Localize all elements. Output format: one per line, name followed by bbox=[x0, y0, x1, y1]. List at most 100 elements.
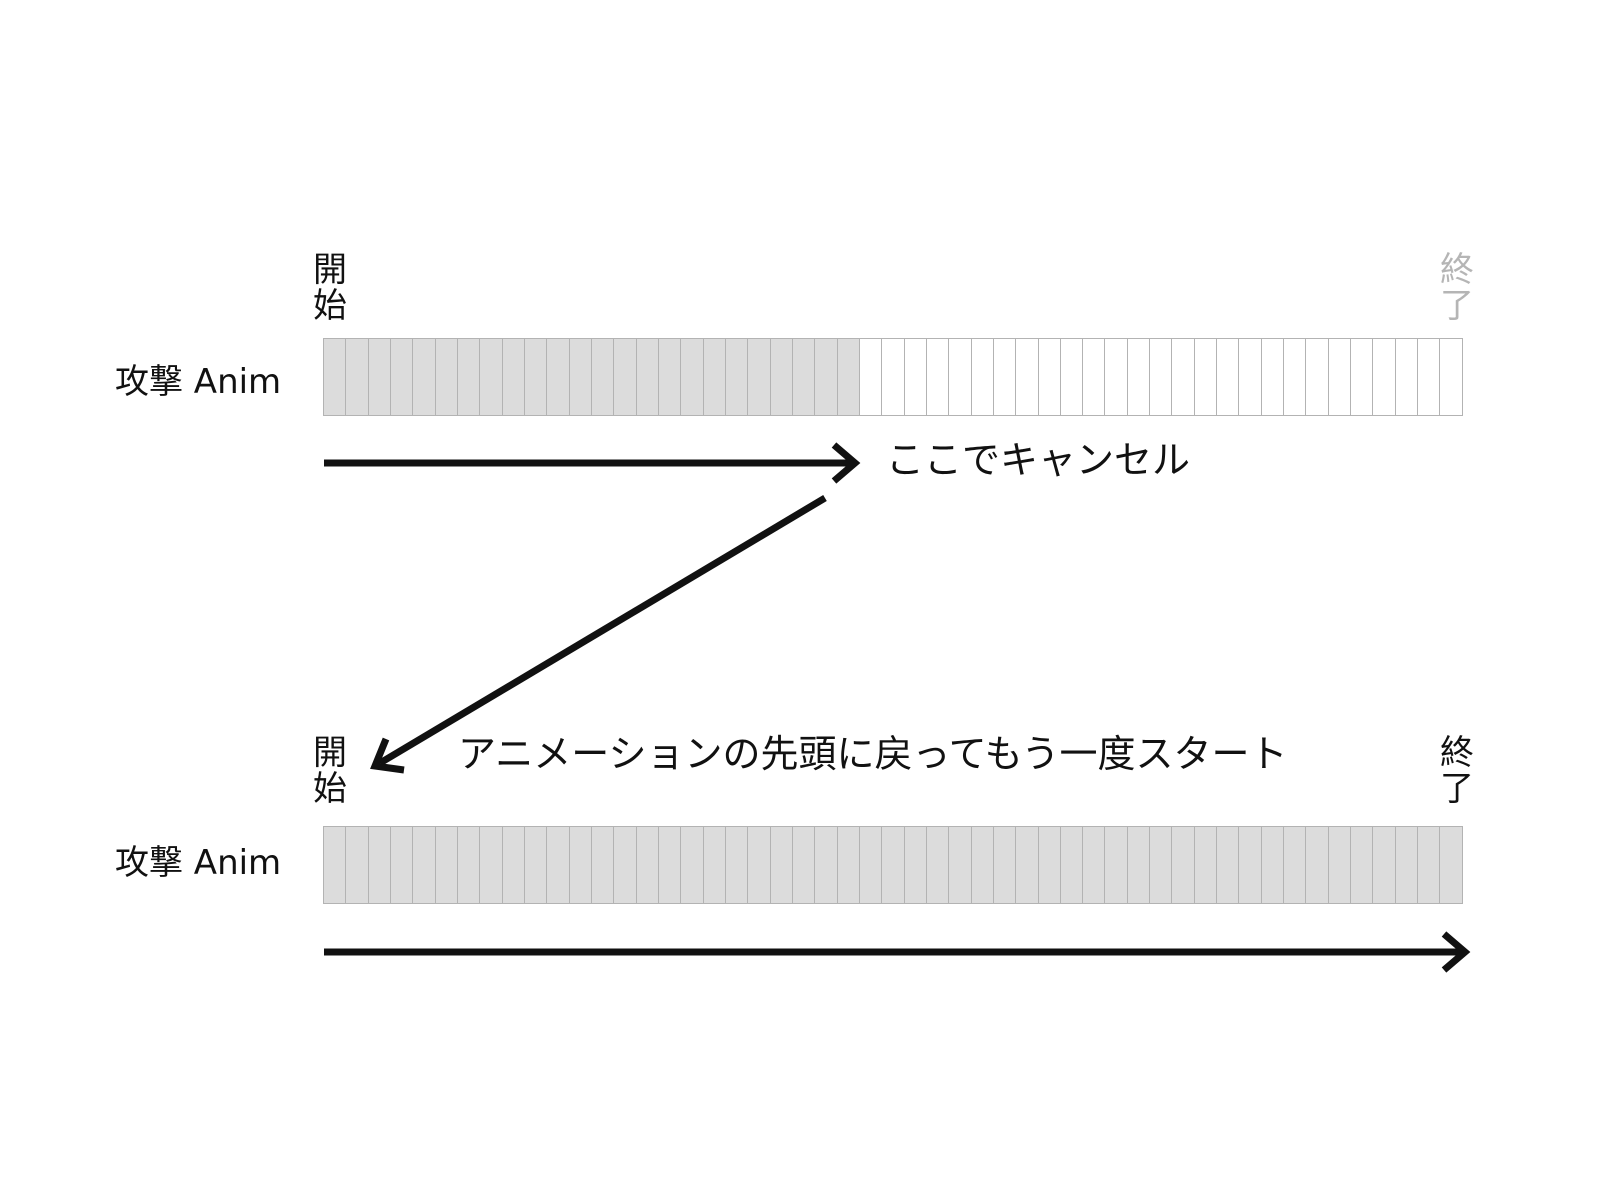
bottom-played-frame bbox=[993, 827, 1017, 903]
bottom-played-frame bbox=[1328, 827, 1352, 903]
bottom-played-frame bbox=[368, 827, 391, 903]
top-frame bbox=[1038, 339, 1061, 415]
top-played-frame bbox=[368, 339, 391, 415]
top-frame bbox=[1440, 339, 1462, 415]
top-row-label: 攻撃 Anim bbox=[115, 362, 282, 402]
top-played-frame bbox=[658, 339, 682, 415]
bottom-played-frame bbox=[859, 827, 883, 903]
bottom-played-frame bbox=[413, 827, 436, 903]
bottom-played-frame bbox=[971, 827, 994, 903]
top-frame bbox=[1239, 339, 1262, 415]
bottom-played-frame bbox=[837, 827, 860, 903]
bottom-played-frame bbox=[636, 827, 659, 903]
top-end-char-2: 了 bbox=[1440, 286, 1474, 326]
top-played-frame bbox=[435, 339, 458, 415]
top-played-frame bbox=[614, 339, 637, 415]
bottom-played-frame bbox=[1306, 827, 1329, 903]
bottom-start-marker: 開 始 bbox=[310, 735, 350, 807]
bottom-played-frame bbox=[725, 827, 749, 903]
cancel-note: ここでキャンセル bbox=[886, 438, 1191, 482]
bottom-played-frame bbox=[1127, 827, 1151, 903]
bottom-played-frame bbox=[524, 827, 548, 903]
top-start-char-1: 開 bbox=[313, 250, 347, 290]
bottom-played-frame bbox=[569, 827, 592, 903]
arrow-right-icon bbox=[324, 931, 1471, 973]
top-played-frame bbox=[725, 339, 749, 415]
bottom-played-frame bbox=[1194, 827, 1218, 903]
bottom-played-frame bbox=[1038, 827, 1061, 903]
top-frame bbox=[1127, 339, 1151, 415]
top-played-frame bbox=[569, 339, 592, 415]
bottom-frame-track bbox=[323, 826, 1463, 904]
arrow-down-left-icon bbox=[370, 494, 827, 774]
top-frame bbox=[904, 339, 927, 415]
bottom-played-frame bbox=[1418, 827, 1441, 903]
top-frame bbox=[1016, 339, 1039, 415]
bottom-played-frame bbox=[703, 827, 726, 903]
top-frame bbox=[1418, 339, 1441, 415]
bottom-played-frame bbox=[1440, 827, 1462, 903]
top-played-frame bbox=[480, 339, 503, 415]
bottom-played-frame bbox=[1239, 827, 1262, 903]
top-end-marker: 終 了 bbox=[1437, 252, 1477, 324]
bottom-played-frame bbox=[390, 827, 414, 903]
bottom-played-frame bbox=[815, 827, 838, 903]
bottom-played-frame bbox=[547, 827, 570, 903]
top-frame bbox=[1105, 339, 1128, 415]
restart-note: アニメーションの先頭に戻ってもう一度スタート bbox=[458, 732, 1288, 776]
top-frame bbox=[1373, 339, 1396, 415]
bottom-played-frame bbox=[748, 827, 771, 903]
bottom-played-frame bbox=[346, 827, 369, 903]
top-played-frame bbox=[815, 339, 838, 415]
top-frame bbox=[926, 339, 950, 415]
bottom-played-frame bbox=[770, 827, 793, 903]
top-start-marker: 開 始 bbox=[310, 252, 350, 324]
bottom-end-char-1: 終 bbox=[1440, 733, 1474, 773]
top-frame bbox=[993, 339, 1017, 415]
top-frame-track bbox=[323, 338, 1463, 416]
bottom-played-frame bbox=[658, 827, 682, 903]
bottom-start-char-1: 開 bbox=[313, 733, 347, 773]
top-played-frame bbox=[792, 339, 816, 415]
top-frame bbox=[1328, 339, 1352, 415]
top-played-frame bbox=[703, 339, 726, 415]
bottom-played-frame bbox=[1060, 827, 1084, 903]
top-frame bbox=[971, 339, 994, 415]
bottom-played-frame bbox=[1105, 827, 1128, 903]
top-end-char-1: 終 bbox=[1440, 250, 1474, 290]
bottom-played-frame bbox=[949, 827, 972, 903]
top-frame bbox=[1395, 339, 1419, 415]
top-played-frame bbox=[413, 339, 436, 415]
bottom-played-frame bbox=[591, 827, 615, 903]
top-played-frame bbox=[748, 339, 771, 415]
top-frame bbox=[1261, 339, 1285, 415]
bottom-played-frame bbox=[904, 827, 927, 903]
bottom-played-frame bbox=[324, 827, 347, 903]
top-frame bbox=[1351, 339, 1374, 415]
top-frame bbox=[949, 339, 972, 415]
top-played-frame bbox=[457, 339, 481, 415]
bottom-played-frame bbox=[1284, 827, 1307, 903]
top-frame bbox=[1194, 339, 1218, 415]
top-played-frame bbox=[524, 339, 548, 415]
top-frame bbox=[1150, 339, 1173, 415]
top-frame bbox=[1060, 339, 1084, 415]
top-frame bbox=[1083, 339, 1106, 415]
bottom-start-char-2: 始 bbox=[313, 769, 347, 809]
bottom-played-frame bbox=[1217, 827, 1240, 903]
bottom-played-frame bbox=[614, 827, 637, 903]
top-played-frame bbox=[591, 339, 615, 415]
bottom-played-frame bbox=[792, 827, 816, 903]
top-frame bbox=[1172, 339, 1195, 415]
top-played-frame bbox=[346, 339, 369, 415]
bottom-played-frame bbox=[681, 827, 704, 903]
top-frame bbox=[882, 339, 905, 415]
top-played-frame bbox=[837, 339, 860, 415]
bottom-played-frame bbox=[1261, 827, 1285, 903]
bottom-row-label: 攻撃 Anim bbox=[115, 843, 282, 883]
arrow-right-icon bbox=[324, 442, 861, 484]
top-frame bbox=[859, 339, 883, 415]
bottom-played-frame bbox=[1395, 827, 1419, 903]
top-frame bbox=[1284, 339, 1307, 415]
